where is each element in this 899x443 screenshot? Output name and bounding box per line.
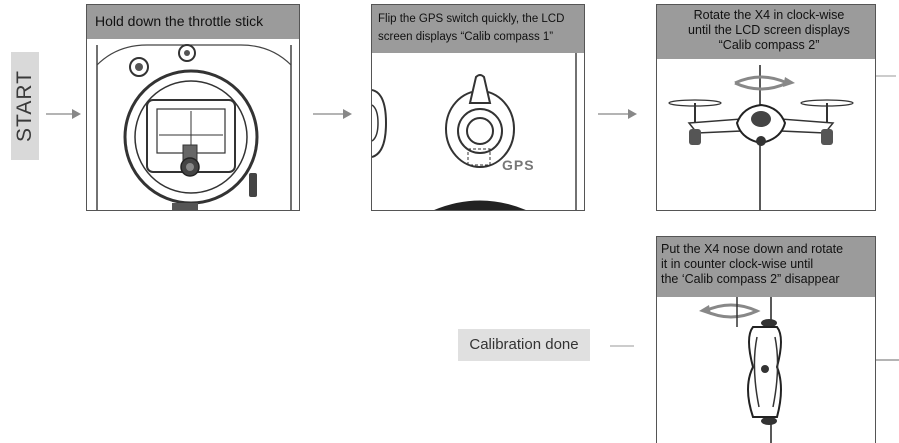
step1-caption-text: Hold down the throttle stick <box>95 13 264 29</box>
calibration-done-text: Calibration done <box>469 336 579 353</box>
step4-caption-text: Put the X4 nose down and rotate it in co… <box>661 242 844 286</box>
arrow-step2-to-step3 <box>598 109 637 119</box>
step3-panel: Rotate the X4 in clock-wise until the LC… <box>656 4 876 211</box>
transmitter-illustration <box>96 44 292 210</box>
step1-panel: Hold down the throttle stick <box>86 4 300 211</box>
step2-caption: Flip the GPS switch quickly, the LCD scr… <box>372 5 584 53</box>
step1-caption: Hold down the throttle stick <box>87 5 299 39</box>
drone-horizontal-illustration <box>668 65 854 210</box>
start-text: START <box>13 70 36 142</box>
arrow-start-to-step1 <box>46 109 81 119</box>
gps-switch-illustration <box>372 45 577 210</box>
gps-switch-label: GPS <box>502 157 535 173</box>
start-label: START <box>11 52 39 160</box>
step2-caption-text: Flip the GPS switch quickly, the LCD scr… <box>378 13 565 43</box>
step2-panel: GPS Flip the GPS switch quickly, the LCD… <box>371 4 585 211</box>
step4-caption: Put the X4 nose down and rotate it in co… <box>657 237 875 297</box>
drone-nose-down-illustration <box>699 297 782 443</box>
connector-step4-to-done <box>610 345 634 347</box>
step3-caption-text: Rotate the X4 in clock-wise until the LC… <box>688 8 850 52</box>
calibration-done-label: Calibration done <box>458 329 590 361</box>
step4-panel: Put the X4 nose down and rotate it in co… <box>656 236 876 443</box>
arrow-step1-to-step2 <box>313 109 352 119</box>
step3-caption: Rotate the X4 in clock-wise until the LC… <box>657 5 875 59</box>
connector-step3-right <box>876 75 896 77</box>
